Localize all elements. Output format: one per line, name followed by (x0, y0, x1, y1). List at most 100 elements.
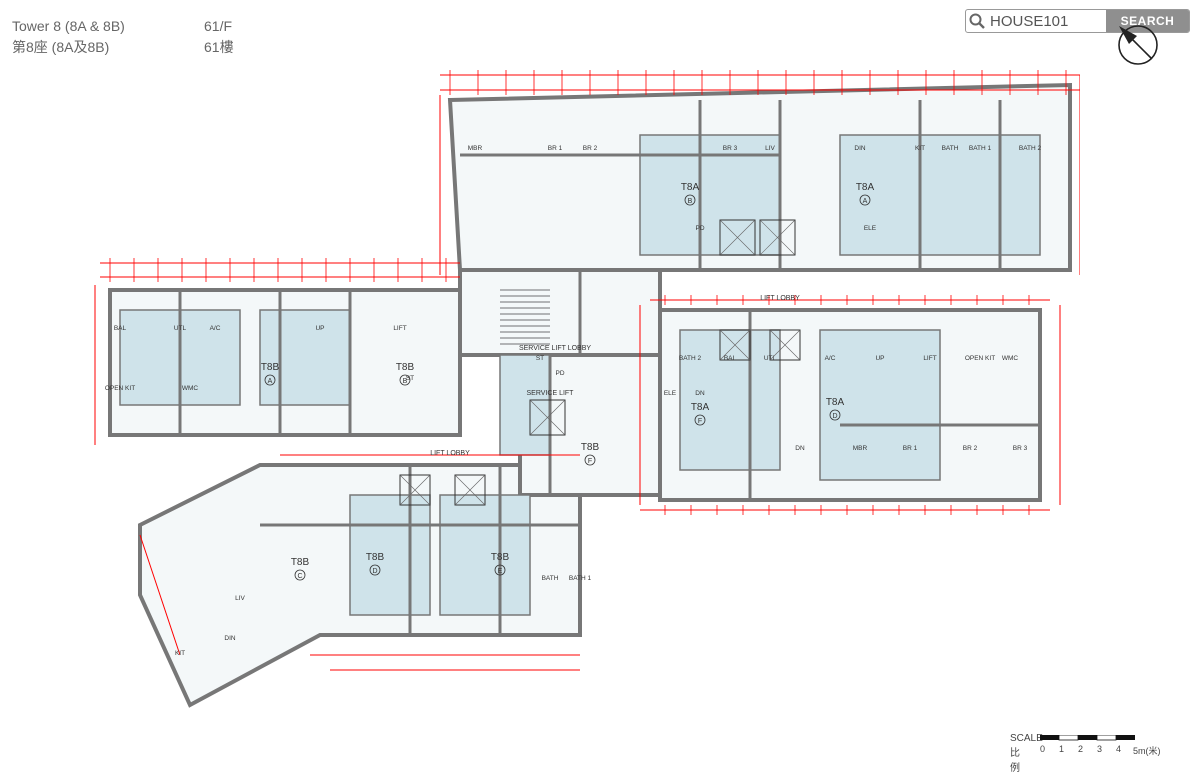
room-label: BATH 2 (1019, 145, 1042, 152)
room-label: A/C (825, 355, 836, 362)
tower-title-en: Tower 8 (8A & 8B) (12, 18, 125, 34)
room-label: PD (555, 370, 564, 377)
lobby-label: LIFT LOBBY (430, 450, 470, 457)
lift-shaft-cross (769, 329, 801, 361)
lift-shaft-cross (759, 219, 796, 256)
flat-marker-circle (684, 194, 696, 206)
room-label: BATH 1 (569, 575, 592, 582)
room-label: KIT (915, 145, 925, 152)
room-fill-4 (679, 329, 781, 471)
lift-shaft-cross (529, 399, 566, 436)
scale-tick-0: 0 (1040, 744, 1046, 754)
scale-tick-2: 2 (1078, 744, 1084, 754)
room-label: UP (315, 325, 324, 332)
room-label: DN (695, 390, 705, 397)
room-label: BR 1 (903, 445, 918, 452)
room-label: WMC (1002, 355, 1019, 362)
room-label: UP (875, 355, 884, 362)
flat-tower-label: T8B (581, 442, 600, 453)
room-label: LIV (765, 145, 775, 152)
room-label: MBR (853, 445, 868, 452)
flat-marker-circle (694, 414, 706, 426)
room-label: BAL (114, 325, 127, 332)
search-input[interactable] (988, 10, 1106, 32)
room-fill-6 (349, 494, 431, 616)
tower-title-zh: 第8座 (8A及8B) (12, 39, 110, 55)
room-label: ST (536, 355, 544, 362)
magnifier-icon (966, 10, 988, 32)
room-label: BATH (942, 145, 959, 152)
scale-tick-3: 3 (1097, 744, 1103, 754)
north-arrow-icon (1115, 22, 1161, 73)
flat-letter-label: B (688, 198, 693, 205)
flat-marker-circle (829, 409, 841, 421)
room-fill-7 (439, 494, 531, 616)
room-label: BATH 2 (679, 355, 702, 362)
room-fill-0 (639, 134, 781, 256)
flat-marker-circle (494, 564, 506, 576)
flat-marker-circle (584, 454, 596, 466)
lift-shaft (769, 329, 801, 361)
flat-letter-label: A (268, 378, 273, 385)
flat-letter-label: F (588, 458, 592, 465)
room-fill-8 (499, 354, 551, 456)
lift-shaft-cross (719, 219, 756, 256)
scale-label-zh: 比例 (1010, 748, 1020, 774)
room-label: LIFT (393, 325, 406, 332)
floor-label-en: 61/F (204, 18, 233, 34)
flat-letter-label: C (297, 573, 302, 580)
flat-tower-label: T8A (691, 402, 710, 413)
search-button[interactable]: SEARCH (1106, 10, 1189, 32)
room-label: BATH 1 (969, 145, 992, 152)
flat-letter-label: D (372, 568, 377, 575)
flat-tower-label: T8B (291, 557, 310, 568)
room-fill-1 (839, 134, 1041, 256)
room-label: BATH (542, 575, 559, 582)
flat-letter-label: F (698, 418, 702, 425)
flat-letter-label: D (832, 413, 837, 420)
room-label: BR 2 (583, 145, 598, 152)
lobby-label: SERVICE LIFT (527, 390, 575, 397)
wing-outline-5 (458, 268, 662, 357)
room-label: OPEN KIT (105, 385, 135, 392)
flat-tower-label: T8B (396, 362, 415, 373)
room-label: BR 3 (1013, 445, 1028, 452)
room-label: BAL (724, 355, 737, 362)
floor-label-zh: 61樓 (204, 39, 234, 55)
flat-tower-label: T8B (366, 552, 385, 563)
flat-marker-circle (399, 374, 411, 386)
flat-tower-label: T8A (826, 397, 845, 408)
room-fill-5 (819, 329, 941, 481)
lift-shaft-cross (719, 329, 751, 361)
room-label: KIT (175, 650, 185, 657)
lift-shaft (529, 399, 566, 436)
room-label: DIN (854, 145, 866, 152)
flat-letter-label: A (863, 198, 868, 205)
flat-tower-label: T8B (491, 552, 510, 563)
room-label: ELE (664, 390, 677, 397)
lift-shaft (399, 474, 431, 506)
lift-shaft-cross (454, 474, 486, 506)
search-box: SEARCH (965, 9, 1190, 33)
scale-tick-5: 5m(米) (1133, 746, 1161, 756)
room-label: OPEN KIT (965, 355, 995, 362)
lift-shaft (454, 474, 486, 506)
lift-shaft (719, 329, 751, 361)
flat-tower-label: T8A (856, 182, 875, 193)
scale-label-en: SCALE (1010, 733, 1043, 744)
room-label: MBR (468, 145, 483, 152)
room-label: A/C (210, 325, 221, 332)
room-label: BR 2 (963, 445, 978, 452)
room-label: PD (695, 225, 704, 232)
lobby-label: LIFT LOBBY (760, 295, 800, 302)
scale-bar-graphic (1040, 735, 1135, 741)
dimension-line-13 (139, 534, 181, 656)
flat-letter-label: B (403, 378, 408, 385)
flat-tower-label: T8A (681, 182, 700, 193)
flat-marker-circle (859, 194, 871, 206)
room-fill-3 (259, 309, 351, 406)
lift-shaft (719, 219, 756, 256)
scale-tick-1: 1 (1059, 744, 1065, 754)
room-label: LIV (235, 595, 245, 602)
